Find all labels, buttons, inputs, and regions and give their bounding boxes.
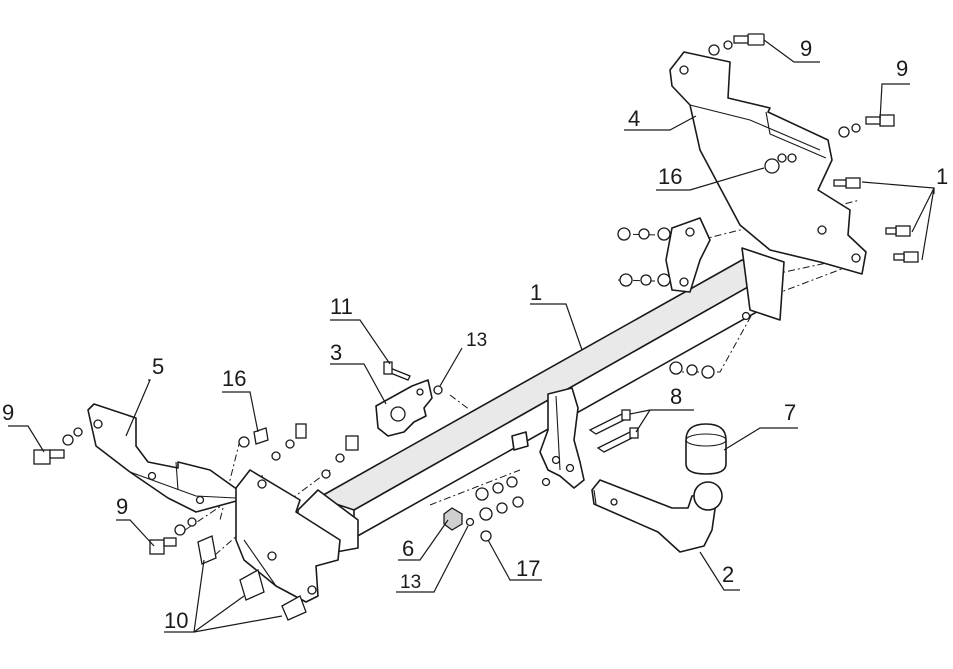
side-bracket-left-part-5 — [87, 403, 341, 603]
callout-1-cross-bar: 1 — [530, 280, 542, 305]
callout-9-left: 9 — [2, 400, 14, 425]
ball-cap-part-7 — [685, 423, 727, 475]
callout-13-upper: 13 — [466, 330, 487, 351]
callout-16-left: 16 — [222, 366, 246, 391]
callout-11: 11 — [330, 294, 353, 319]
callout-7: 7 — [784, 400, 796, 425]
callout-1-bolts: 1 — [936, 164, 948, 189]
ball-neck-part-2 — [591, 479, 723, 553]
callout-6: 6 — [402, 536, 414, 561]
callout-3: 3 — [330, 340, 342, 365]
callout-4: 4 — [628, 106, 640, 131]
callout-16-upper: 16 — [658, 164, 682, 189]
callout-5: 5 — [152, 354, 164, 379]
callout-9-right: 9 — [896, 56, 908, 81]
callout-13-lower: 13 — [400, 572, 421, 593]
callout-labels: 1 1 2 3 4 5 6 7 8 9 9 9 9 10 11 13 13 16… — [2, 36, 948, 633]
leader-lines — [8, 39, 935, 633]
callout-9-lower: 9 — [116, 494, 128, 519]
callout-2: 2 — [722, 562, 734, 587]
callout-9-top: 9 — [800, 36, 812, 61]
cross-bar-part-1 — [297, 217, 785, 553]
socket-plate-part-3 — [375, 379, 433, 437]
callout-17: 17 — [516, 556, 540, 581]
callout-10: 10 — [164, 608, 188, 633]
callout-8: 8 — [670, 384, 682, 409]
fasteners — [33, 33, 919, 621]
